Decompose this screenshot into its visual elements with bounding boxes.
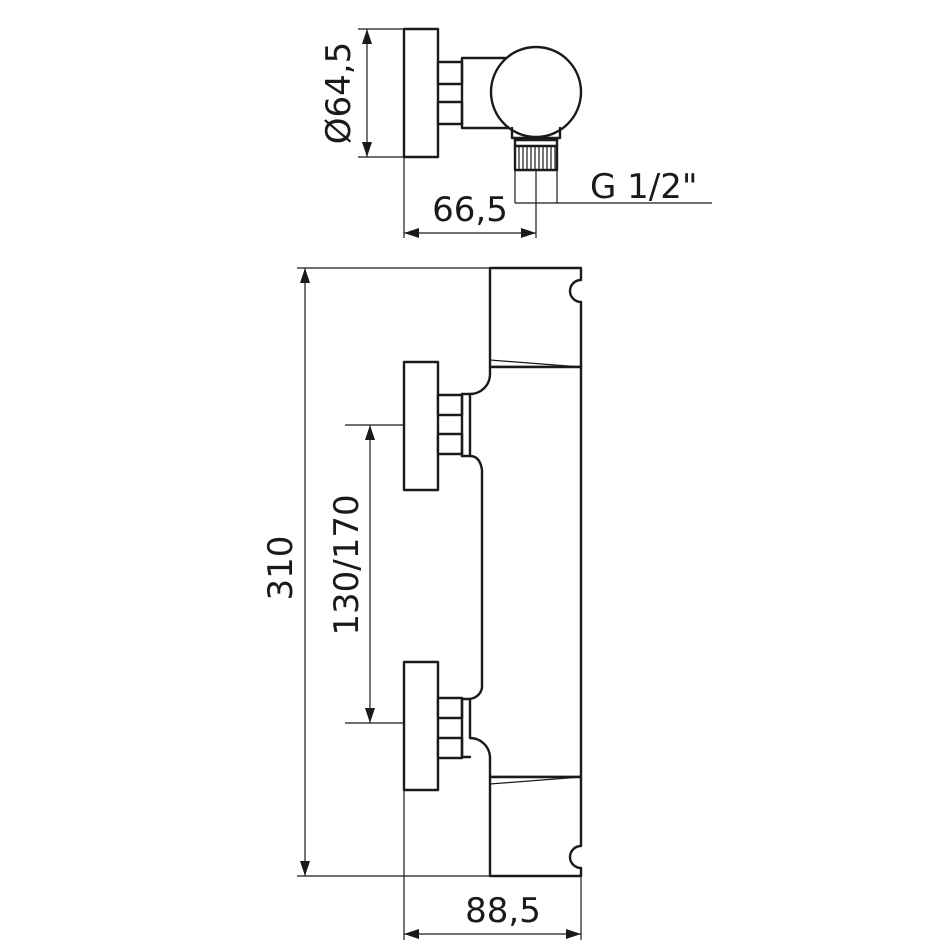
- dim-width-arrow-left: [404, 929, 419, 939]
- top-thread-lines: [518, 146, 556, 170]
- top-thread: [513, 144, 559, 172]
- label-escutcheon-diameter: Ø64,5: [319, 42, 359, 144]
- front-nut-upper-a: [436, 393, 464, 417]
- top-neck: [460, 56, 514, 130]
- label-outlet-thread: G 1/2": [590, 167, 698, 207]
- label-overall-height: 310: [261, 536, 301, 601]
- dim-spacing-arrow-bottom: [365, 708, 375, 723]
- front-lower-cap-edge: [489, 776, 582, 785]
- dim-width-arrow-right: [566, 929, 581, 939]
- dim-height-arrow-top: [300, 268, 310, 283]
- dim-depth-arrow-left: [404, 228, 419, 238]
- dim-depth-arrow-right: [521, 228, 536, 238]
- top-nut-lower: [436, 100, 464, 126]
- top-view: Ø64,5 66,5 G 1/2": [319, 27, 712, 238]
- dim-height-arrow-bottom: [300, 861, 310, 876]
- front-upper-cap: [488, 266, 583, 369]
- top-outlet-cap: [510, 126, 562, 140]
- top-escutcheon: [402, 27, 440, 159]
- dim-spacing-arrow-top: [365, 425, 375, 440]
- front-nut-lower-b: [436, 736, 464, 760]
- label-depth-from-wall: 66,5: [432, 190, 508, 230]
- front-view: 310 130/170 88,5: [261, 266, 583, 940]
- label-overall-depth: 88,5: [465, 891, 541, 931]
- front-body: [468, 365, 583, 779]
- dim-dia-arrow-top: [362, 29, 372, 44]
- top-nut-upper: [436, 60, 464, 86]
- top-outlet-body: [489, 45, 583, 139]
- front-lower-cap: [488, 775, 583, 878]
- front-escutcheon-upper: [402, 360, 440, 492]
- front-nut-upper-b: [436, 432, 464, 456]
- dim-dia-arrow-bottom: [362, 142, 372, 157]
- front-nut-lower-a: [436, 696, 464, 720]
- front-escutcheon-lower: [402, 660, 440, 792]
- label-inlet-spacing: 130/170: [327, 494, 367, 635]
